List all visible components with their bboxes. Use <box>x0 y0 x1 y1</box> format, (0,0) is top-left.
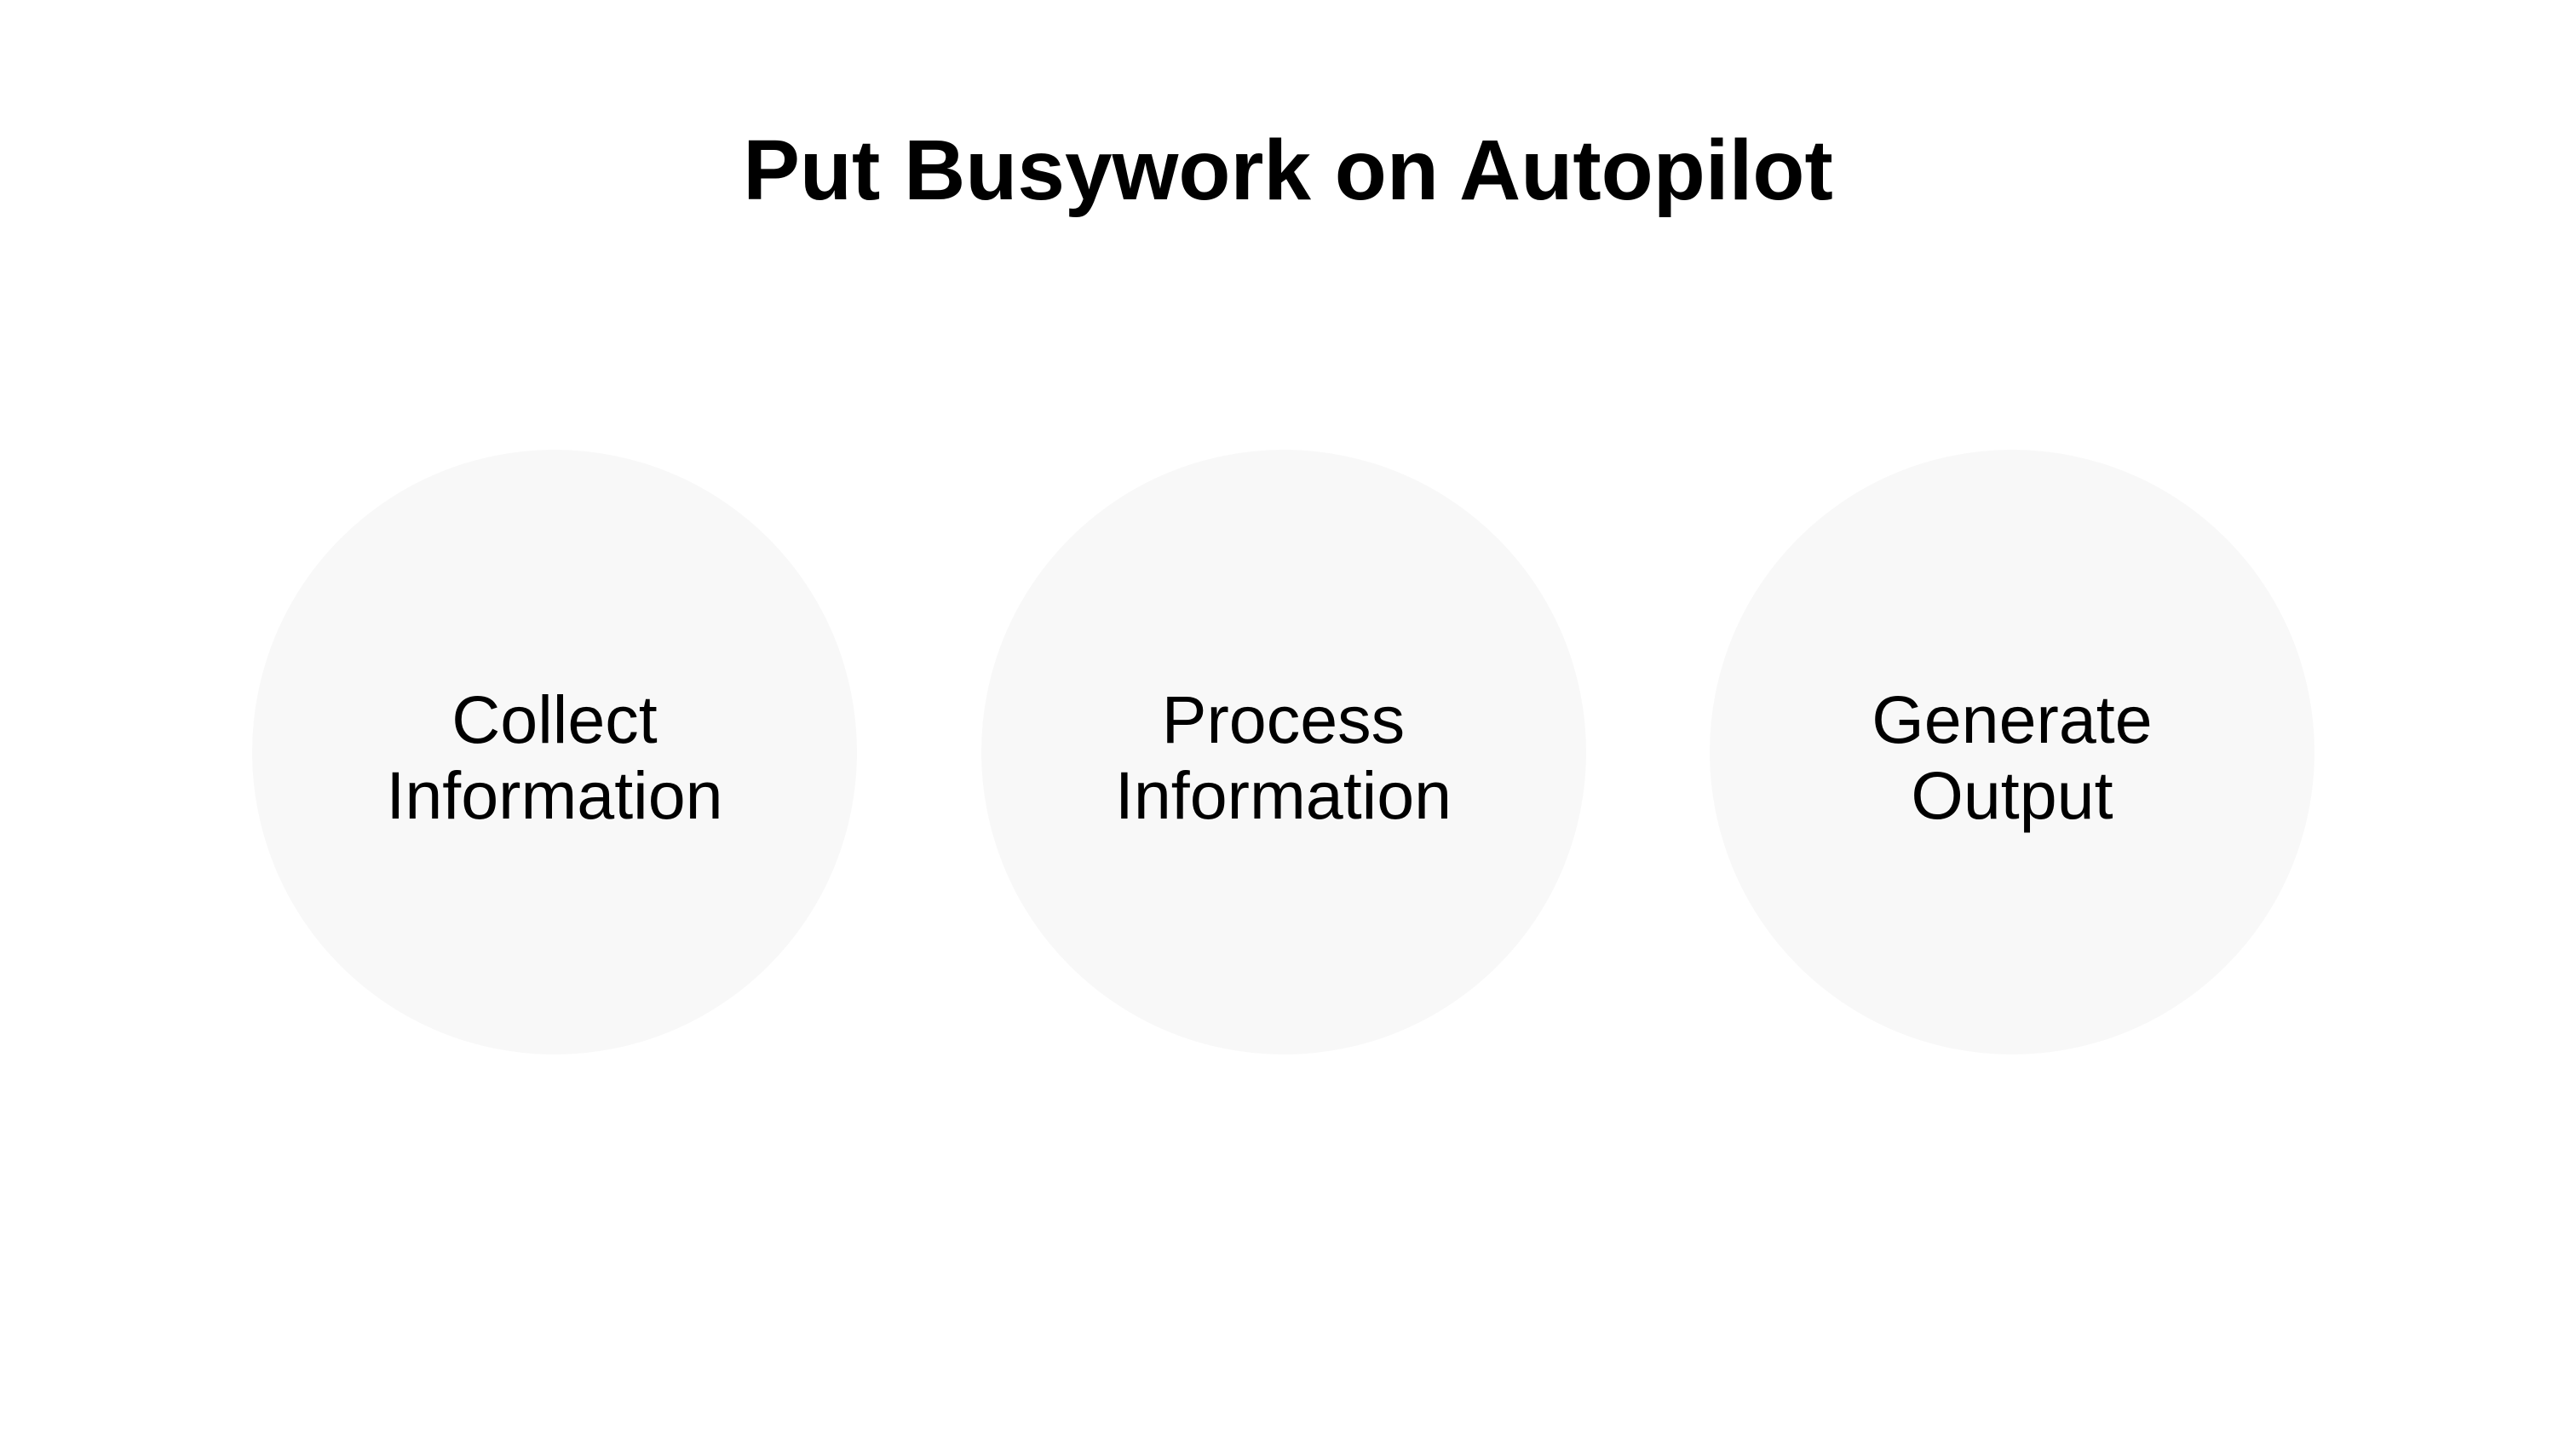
step-circle-collect-information: Collect Information <box>252 449 857 1054</box>
step-label: Generate Output <box>1872 681 2153 833</box>
step-label: Process Information <box>1114 681 1452 833</box>
step-circle-generate-output: Generate Output <box>1710 449 2314 1054</box>
step-label: Collect Information <box>386 681 723 833</box>
process-steps-row: Collect Information Process Information … <box>252 449 2314 1054</box>
slide-title: Put Busywork on Autopilot <box>743 123 1833 218</box>
step-circle-process-information: Process Information <box>980 449 1586 1054</box>
